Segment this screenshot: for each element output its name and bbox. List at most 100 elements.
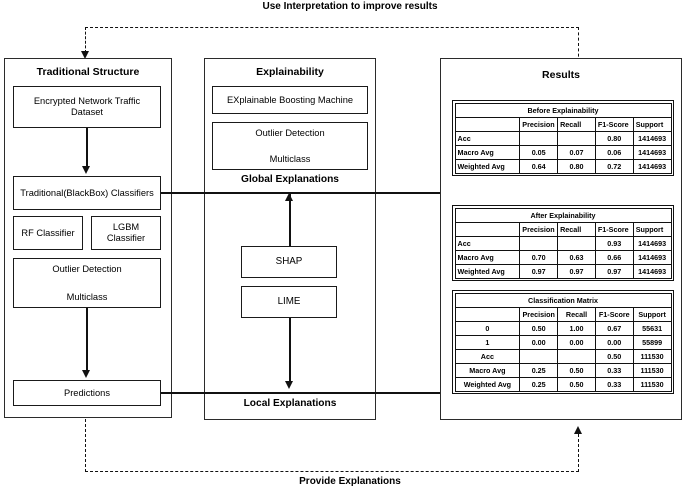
table-cell: 0.66 — [594, 249, 634, 265]
row-label: Weighted Avg — [454, 376, 521, 392]
top-loop-right-segment — [578, 27, 579, 62]
table-cell: 1414693 — [632, 235, 672, 251]
column-header: Support — [632, 221, 672, 237]
table-cell: 1.00 — [557, 320, 596, 336]
explainability-outlier-detection-subtitle: Multiclass — [269, 153, 311, 164]
table-cell: 1414693 — [632, 263, 672, 279]
column-header: Recall — [557, 221, 596, 237]
table-cell: 0.00 — [519, 334, 559, 350]
top-loop-arrowhead-icon — [80, 51, 89, 59]
bottom-caption: Provide Explanations — [299, 476, 401, 487]
rf-classifier-label: RF Classifier — [21, 227, 75, 238]
bottom-loop-horizontal-segment — [85, 471, 579, 472]
row-label: Macro Avg — [454, 249, 521, 265]
local-explanations-label: Local Explanations — [243, 397, 337, 409]
bottom-loop-arrowhead-icon — [573, 426, 582, 434]
traditional-outlier-detection-box — [13, 258, 161, 308]
top-caption: Use Interpretation to improve results — [262, 1, 438, 12]
table-cell: 0.33 — [594, 362, 634, 378]
dataset-to-blackbox-line — [86, 128, 88, 168]
shap-to-global-arrowhead-icon — [285, 193, 293, 201]
table-cell: 1414693 — [632, 130, 672, 146]
row-label: Weighted Avg — [454, 263, 521, 279]
table-cell: 0.50 — [557, 362, 596, 378]
table-cell: 0.05 — [519, 144, 559, 160]
lime-to-local-arrowhead-icon — [285, 381, 293, 389]
lgbm-classifier-label: LGBM Classifier — [106, 222, 146, 243]
row-label: 0 — [454, 320, 521, 336]
table-cell: 0.25 — [519, 362, 559, 378]
ebm-box — [212, 86, 368, 114]
table-caption-row: Before Explainability — [454, 102, 672, 118]
column-header: Precision — [519, 221, 559, 237]
encrypted-dataset-label: Encrypted Network Traffic Dataset — [33, 96, 141, 117]
column-header: Support — [632, 116, 672, 132]
table-cell: 55631 — [632, 320, 672, 336]
blackbox-classifiers-box — [13, 176, 161, 210]
lime-to-local-line — [289, 318, 291, 383]
row-label: Weighted Avg — [454, 158, 521, 174]
table-cell — [557, 130, 596, 146]
bottom-loop-right-segment — [578, 434, 579, 472]
predictions-label: Predictions — [64, 387, 110, 398]
lime-label: LIME — [277, 296, 301, 308]
table-cell — [519, 235, 559, 251]
column-header: Recall — [557, 306, 596, 322]
results-title: Results — [542, 68, 580, 81]
encrypted-dataset-box — [13, 86, 161, 128]
table-cell — [557, 235, 596, 251]
column-header: F1-Score — [594, 306, 634, 322]
table-cell: 55899 — [632, 334, 672, 350]
top-loop-left-segment — [85, 27, 86, 53]
table-cell: 0.50 — [557, 376, 596, 392]
lgbm-classifier-box — [91, 216, 161, 250]
table-cell: 0.67 — [594, 320, 634, 336]
column-header: Support — [632, 306, 672, 322]
row-label: Macro Avg — [454, 362, 521, 378]
table-cell: 0.93 — [594, 235, 634, 251]
ebm-label: EXplainable Boosting Machine — [226, 94, 354, 105]
table-caption: Before Explainability — [454, 102, 672, 118]
row-label: Acc — [454, 130, 521, 146]
shap-to-global-line — [289, 194, 291, 246]
shap-label: SHAP — [275, 256, 303, 268]
table-cell: 0.50 — [594, 348, 634, 364]
table-cell: 0.80 — [557, 158, 596, 174]
table-caption: Classification Matrix — [454, 292, 672, 308]
explainability-title: Explainability — [256, 65, 324, 78]
column-header: F1-Score — [594, 221, 634, 237]
predictions-box — [13, 380, 161, 406]
table-cell: 0.00 — [594, 334, 634, 350]
table-cell: 0.72 — [594, 158, 634, 174]
traditional-structure-title: Traditional Structure — [36, 65, 140, 78]
column-header: Precision — [519, 306, 559, 322]
table-cell: 0.80 — [594, 130, 634, 146]
table-cell: 0.25 — [519, 376, 559, 392]
table-cell: 0.70 — [519, 249, 559, 265]
outlier-to-predictions-line — [86, 308, 88, 372]
outlier-to-predictions-arrowhead-icon — [82, 370, 90, 378]
column-header — [454, 221, 521, 237]
table-cell — [519, 130, 559, 146]
column-header: Recall — [557, 116, 596, 132]
rf-classifier-box — [13, 216, 83, 250]
shap-box — [241, 246, 337, 278]
